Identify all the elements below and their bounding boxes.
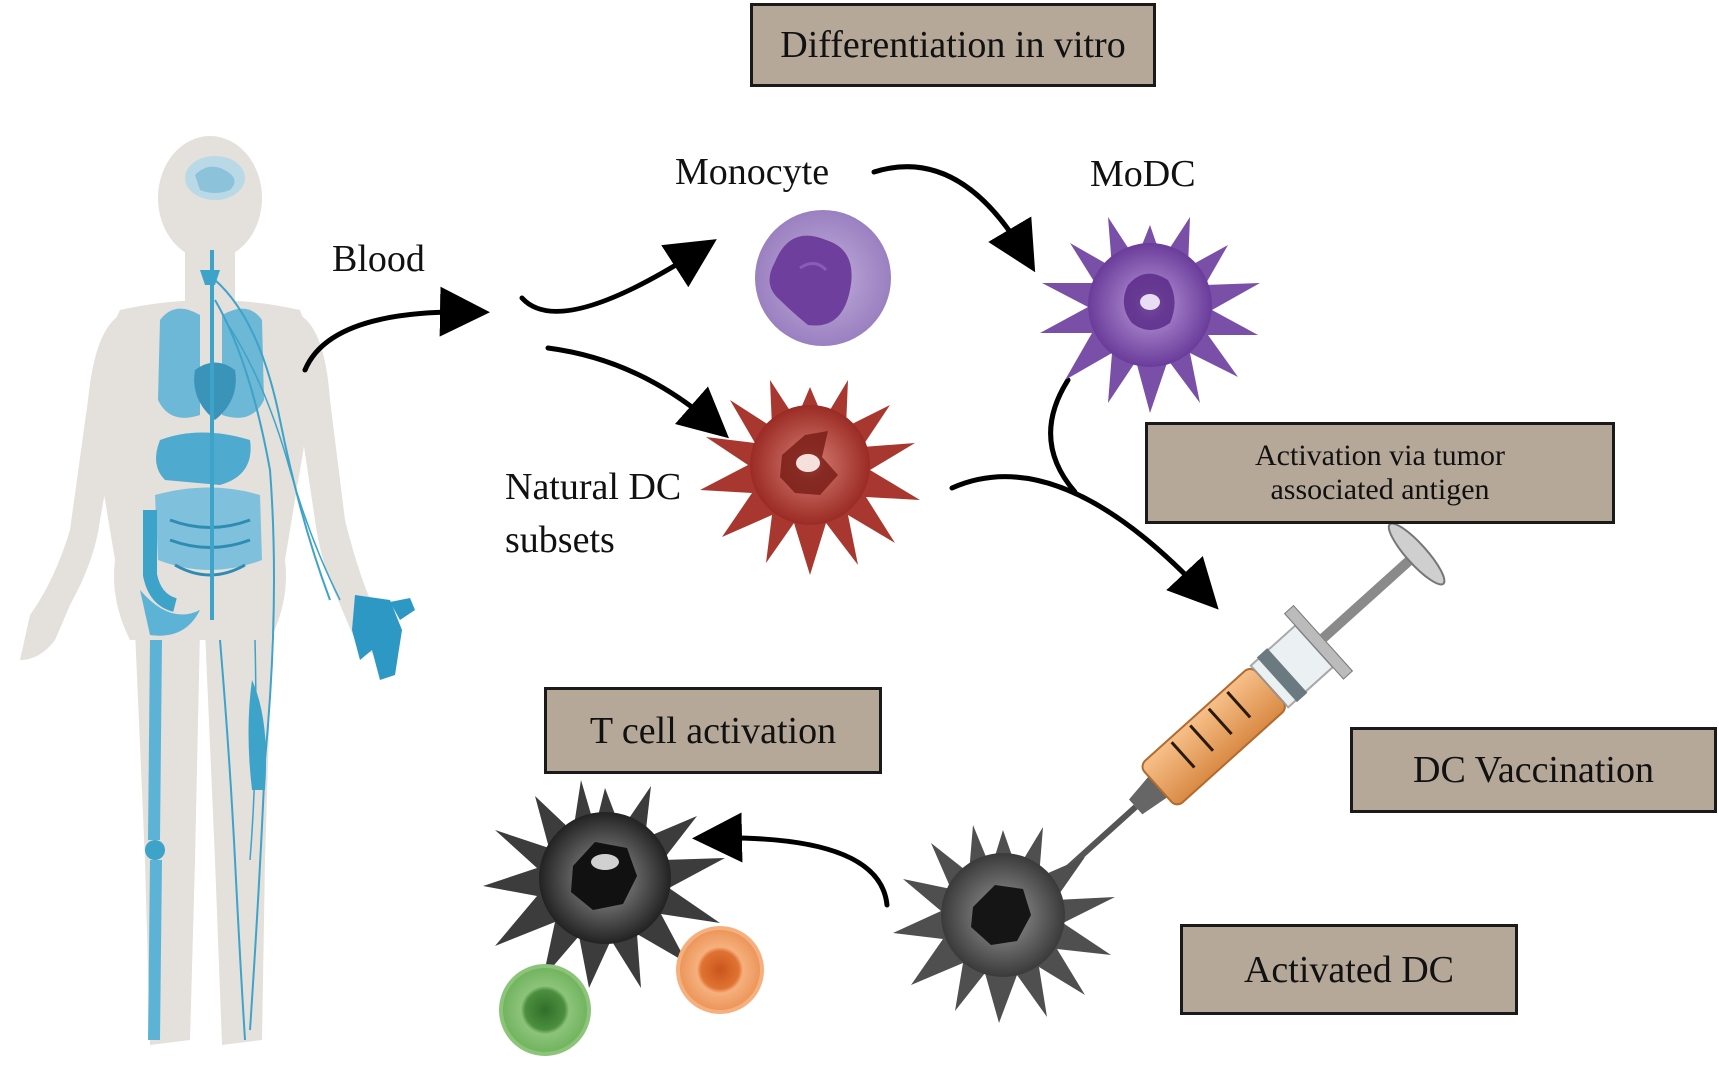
blood-label: Blood xyxy=(332,238,425,280)
activated-dc-label: Activated DC xyxy=(1243,948,1454,991)
activated-dc-with-t-cells-icon xyxy=(483,780,725,988)
dc-vaccination-box: DC Vaccination xyxy=(1350,727,1717,813)
t-cell-orange-icon xyxy=(676,926,764,1014)
activated-dc-cell-icon xyxy=(893,825,1115,1023)
modc-cell-icon xyxy=(1040,217,1260,413)
monocyte-label: Monocyte xyxy=(675,151,830,193)
monocyte-cell-icon xyxy=(755,210,891,346)
natural-dc-label-line2: subsets xyxy=(505,519,615,561)
arrows xyxy=(302,164,1219,908)
t-cell-activation-box: T cell activation xyxy=(544,687,882,774)
arrow-blood-to-natural-dc xyxy=(545,345,730,439)
arrow-blood-to-monocyte xyxy=(519,239,717,314)
modc-label: MoDC xyxy=(1090,153,1196,195)
dc-vaccination-label: DC Vaccination xyxy=(1413,749,1654,791)
arrow-to-vaccination xyxy=(949,474,1219,610)
arrow-to-t-cell-activation xyxy=(692,812,890,908)
human-body-anatomy-icon xyxy=(20,136,415,1045)
natural-dc-label-line1: Natural DC xyxy=(505,466,682,508)
arrow-body-to-blood xyxy=(302,286,490,373)
activation-label-line2: associated antigen xyxy=(1270,473,1490,506)
t-cell-green-icon xyxy=(499,964,591,1056)
activated-dc-box: Activated DC xyxy=(1180,924,1518,1015)
activation-label-line1: Activation via tumor xyxy=(1255,438,1505,472)
differentiation-label: Differentiation in vitro xyxy=(780,24,1126,66)
syringe-icon xyxy=(1051,522,1446,883)
t-cell-activation-label: T cell activation xyxy=(589,709,837,752)
arrow-modc-down xyxy=(1048,377,1078,495)
differentiation-box: Differentiation in vitro xyxy=(750,3,1156,87)
t-cell-activation-group xyxy=(483,780,764,1056)
arrow-monocyte-to-modc xyxy=(871,164,1036,273)
natural-dc-cell-icon xyxy=(700,380,920,575)
activation-box: Activation via tumor associated antigen xyxy=(1145,422,1615,524)
